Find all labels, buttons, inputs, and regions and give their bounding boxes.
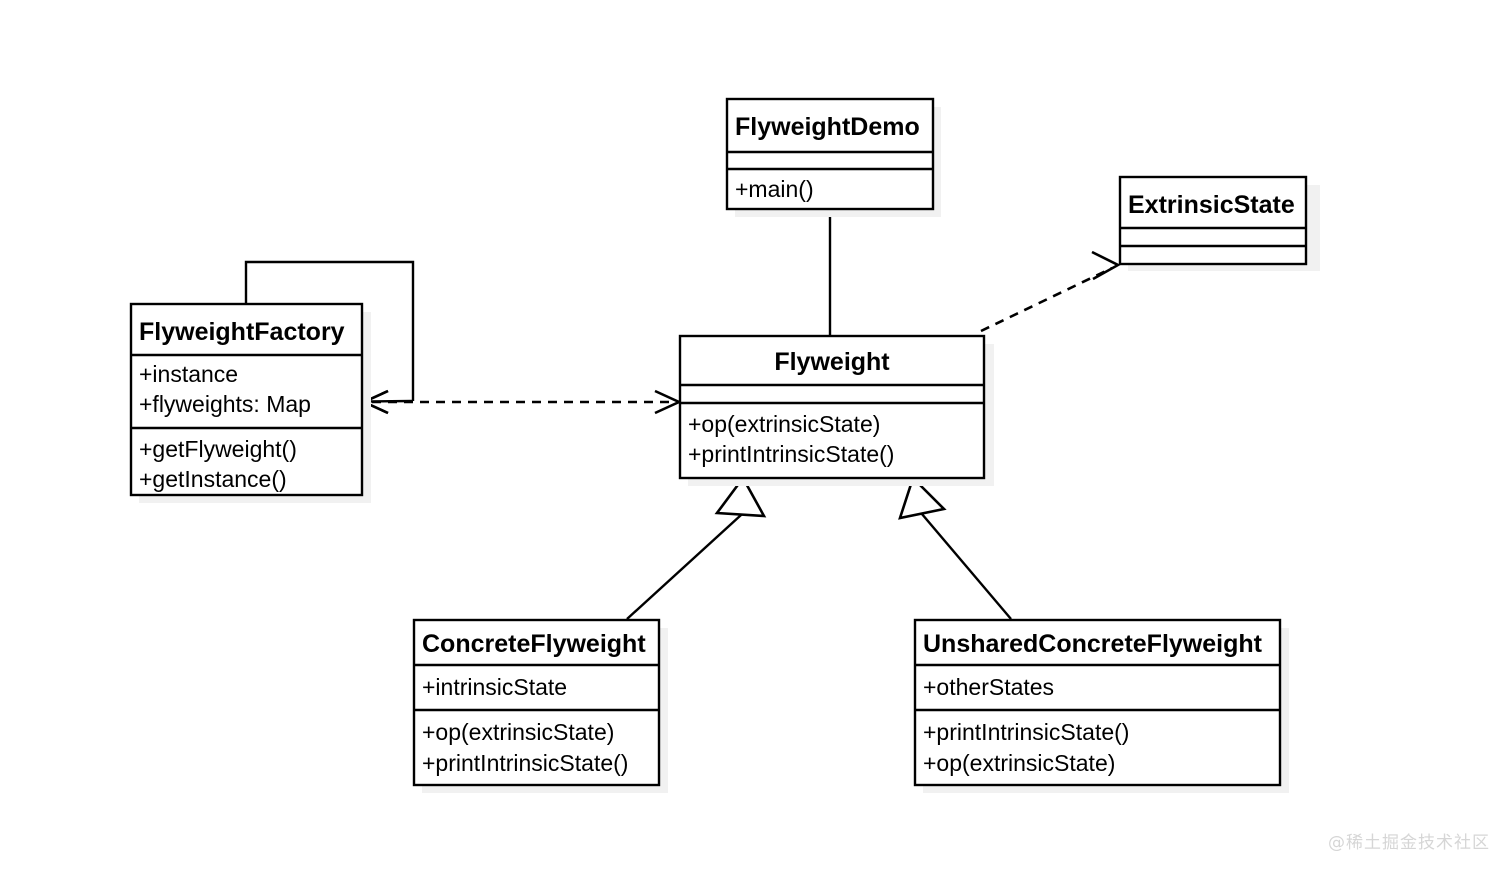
class-attribute-flyweights-map: +flyweights: Map — [139, 391, 311, 417]
class-operation-ucf-print-intrinsic-state: +printIntrinsicState() — [923, 719, 1129, 745]
class-box-flyweight-demo[interactable]: FlyweightDemo +main() — [725, 97, 941, 217]
class-operation-get-flyweight: +getFlyweight() — [139, 436, 297, 462]
edge-flyweight-to-extrinsic-state — [980, 250, 1121, 333]
class-operation-ucf-op: +op(extrinsicState) — [923, 750, 1115, 776]
class-operation-get-instance: +getInstance() — [139, 466, 287, 492]
class-box-concrete-flyweight[interactable]: ConcreteFlyweight +intrinsicState +op(ex… — [412, 618, 668, 793]
watermark-label: @稀土掘金技术社区 — [1328, 833, 1490, 853]
class-box-extrinsic-state[interactable]: ExtrinsicState — [1118, 175, 1320, 271]
class-title-extrinsic-state: ExtrinsicState — [1128, 191, 1295, 219]
class-attribute-intrinsic-state: +intrinsicState — [422, 674, 567, 700]
class-attribute-other-states: +otherStates — [923, 674, 1054, 700]
class-box-flyweight[interactable]: Flyweight +op(extrinsicState) +printIntr… — [678, 334, 994, 486]
class-operation-op-extrinsic-state: +op(extrinsicState) — [688, 411, 880, 437]
class-operation-main: +main() — [735, 176, 814, 202]
class-operation-cf-op: +op(extrinsicState) — [422, 719, 614, 745]
edge-unshared-concrete-flyweight-generalization — [898, 475, 1012, 620]
class-title-unshared-concrete-flyweight: UnsharedConcreteFlyweight — [923, 630, 1263, 658]
class-box-flyweight-factory[interactable]: FlyweightFactory +instance +flyweights: … — [129, 302, 371, 503]
class-attribute-instance: +instance — [139, 361, 238, 387]
class-operation-print-intrinsic-state: +printIntrinsicState() — [688, 441, 894, 467]
class-title-flyweight: Flyweight — [774, 348, 890, 376]
class-operation-cf-print-intrinsic-state: +printIntrinsicState() — [422, 750, 628, 776]
class-title-flyweight-factory: FlyweightFactory — [139, 318, 345, 346]
class-box-unshared-concrete-flyweight[interactable]: UnsharedConcreteFlyweight +otherStates +… — [913, 618, 1289, 793]
class-title-flyweight-demo: FlyweightDemo — [735, 113, 920, 141]
edge-concrete-flyweight-generalization — [626, 475, 767, 620]
edge-factory-flyweight-dependency — [360, 389, 683, 415]
class-title-concrete-flyweight: ConcreteFlyweight — [422, 630, 646, 658]
